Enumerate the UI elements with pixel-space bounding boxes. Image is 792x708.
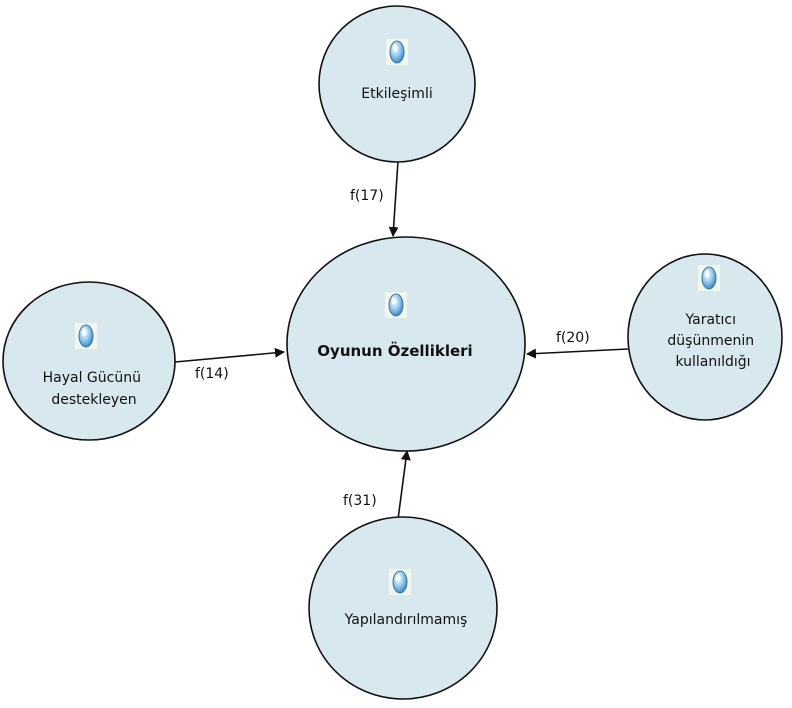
oval-gem-icon xyxy=(388,568,412,596)
svg-text:Yapılandırılmamış: Yapılandırılmamış xyxy=(344,612,468,628)
node-left-line-2: destekleyen xyxy=(51,392,136,408)
edge-label-right: f(20) xyxy=(556,330,590,346)
node-center: Oyunun Özellikleri xyxy=(286,236,526,452)
node-bottom: Yapılandırılmamış xyxy=(308,516,498,700)
node-right: Yaratıcı düşünmenin kullanıldığı xyxy=(627,253,783,421)
edge-label-bottom: f(31) xyxy=(343,493,377,509)
oval-gem-icon xyxy=(697,264,721,292)
svg-text:Hayal Gücünü destekleyen: Hayal Gücünü destekleyen xyxy=(43,370,146,408)
oval-gem-icon xyxy=(384,291,408,319)
oval-gem-icon xyxy=(385,38,409,66)
edge-label-left: f(14) xyxy=(195,366,229,382)
center-title: Oyunun Özellikleri xyxy=(317,341,472,360)
edge-right: f(20) xyxy=(526,330,629,359)
node-top-line-1: Etkileşimli xyxy=(361,86,432,102)
node-left-line-1: Hayal Gücünü xyxy=(43,370,141,386)
svg-text:Yaratıcı düşünmenin: Yaratıcı düşünmenin kullanıldığı xyxy=(667,312,758,370)
node-left: Hayal Gücünü destekleyen xyxy=(2,281,176,441)
node-bottom-line-1: Yapılandırılmamış xyxy=(344,612,468,628)
oval-gem-icon xyxy=(74,322,98,350)
edge-top: f(17) xyxy=(350,160,399,237)
edge-left: f(14) xyxy=(174,347,285,382)
node-right-line-1: Yaratıcı xyxy=(685,312,737,328)
edge-label-top: f(17) xyxy=(350,188,384,204)
node-right-line-2: düşünmenin xyxy=(667,333,754,349)
node-top: Etkileşimli xyxy=(318,5,476,163)
svg-text:Etkileşimli: Etkileşimli xyxy=(361,86,432,102)
node-right-line-3: kullanıldığı xyxy=(675,354,750,370)
edge-bottom: f(31) xyxy=(343,450,411,528)
